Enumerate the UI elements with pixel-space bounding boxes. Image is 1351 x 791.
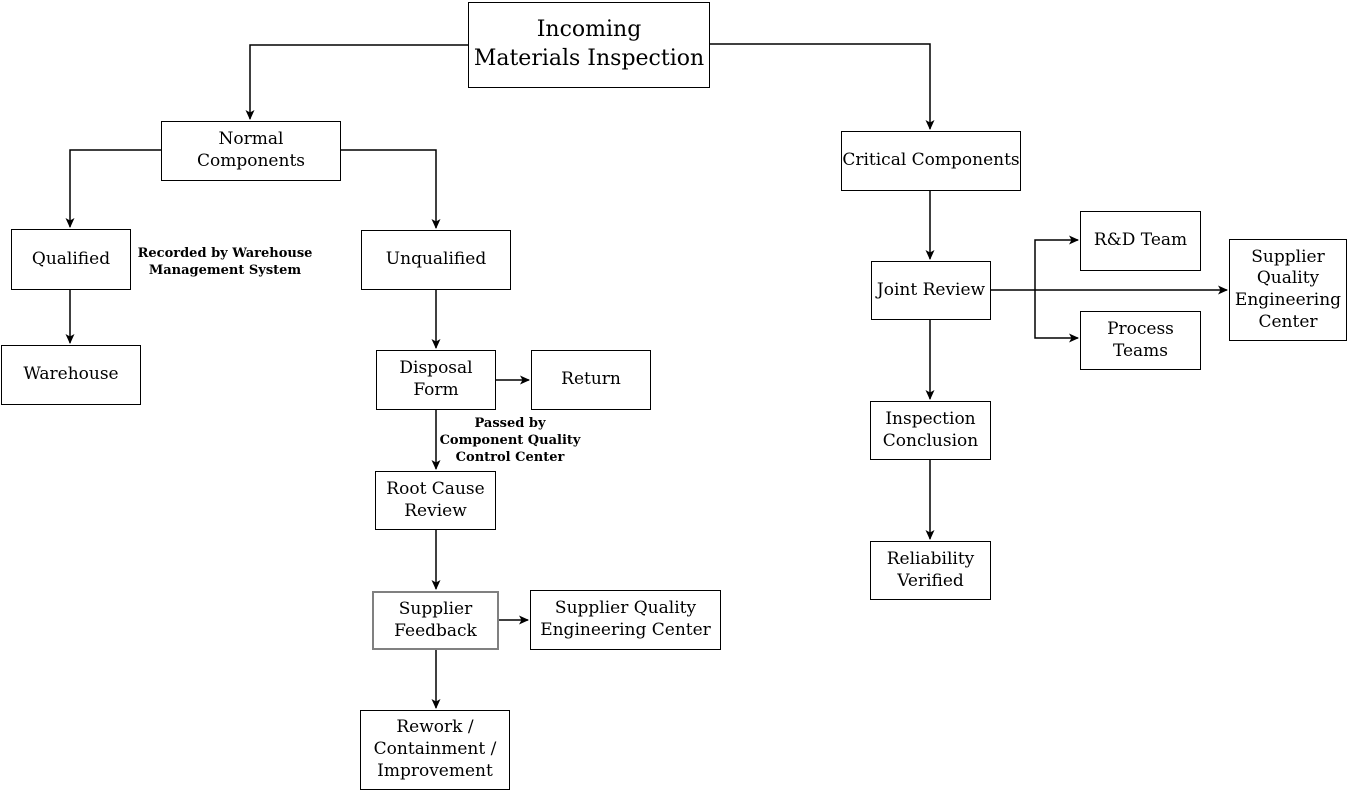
edge-jointreview-to-rdteam [1034,235,1079,290]
node-label: Incoming Materials Inspection [473,17,705,71]
node-joint-review: Joint Review [871,261,991,320]
node-label: Reliability Verified [886,548,975,591]
edge-jointreview-to-processteams [1034,290,1079,343]
annotation-passed-by-component-quality-control-center: Passed by Component Quality Control Cent… [439,416,581,466]
node-unqualified: Unqualified [361,230,511,290]
node-inspection-conclusion: Inspection Conclusion [870,401,991,460]
node-label: Unqualified [385,249,487,270]
node-label: Root Cause Review [386,478,485,521]
node-label: Supplier Feedback [394,598,477,641]
node-supplier-feedback: Supplier Feedback [372,591,499,650]
edge-normal-to-qualified [65,149,161,228]
node-supplier-quality-engineering-center-left: Supplier Quality Engineering Center [530,590,721,650]
node-return: Return [531,350,651,410]
node-label: Return [561,369,621,390]
node-disposal-form: Disposal Form [376,350,496,410]
node-label: Process Teams [1107,318,1174,361]
node-incoming-materials-inspection: Incoming Materials Inspection [468,2,710,88]
node-supplier-quality-engineering-center-right: Supplier Quality Engineering Center [1229,239,1347,341]
node-root-cause-review: Root Cause Review [375,471,496,530]
node-label: Supplier Quality Engineering Center [1234,246,1342,332]
node-normal-components: Normal Components [161,121,341,181]
node-label: Disposal Form [399,358,473,400]
node-qualified: Qualified [11,229,131,290]
annotation-recorded-by-warehouse-management-system: Recorded by Warehouse Management System [137,246,313,279]
edge-incoming-to-normal [245,44,468,120]
node-label: Critical Components [842,150,1020,171]
node-label: Inspection Conclusion [882,408,979,451]
edge-incoming-to-critical [710,43,935,130]
node-label: Joint Review [876,279,986,300]
node-label: Qualified [31,248,111,269]
node-process-teams: Process Teams [1080,311,1201,370]
node-rd-team: R&D Team [1080,211,1201,271]
node-reliability-verified: Reliability Verified [870,541,991,600]
node-warehouse: Warehouse [1,345,141,405]
node-critical-components: Critical Components [841,131,1021,191]
node-label: R&D Team [1093,230,1188,251]
node-rework-containment-improvement: Rework / Containment / Improvement [360,710,510,790]
node-label: Rework / Containment / Improvement [373,717,497,781]
edge-normal-to-unqualified [341,149,441,229]
node-label: Normal Components [197,129,305,171]
node-label: Warehouse [23,364,119,385]
node-label: Supplier Quality Engineering Center [540,598,711,640]
